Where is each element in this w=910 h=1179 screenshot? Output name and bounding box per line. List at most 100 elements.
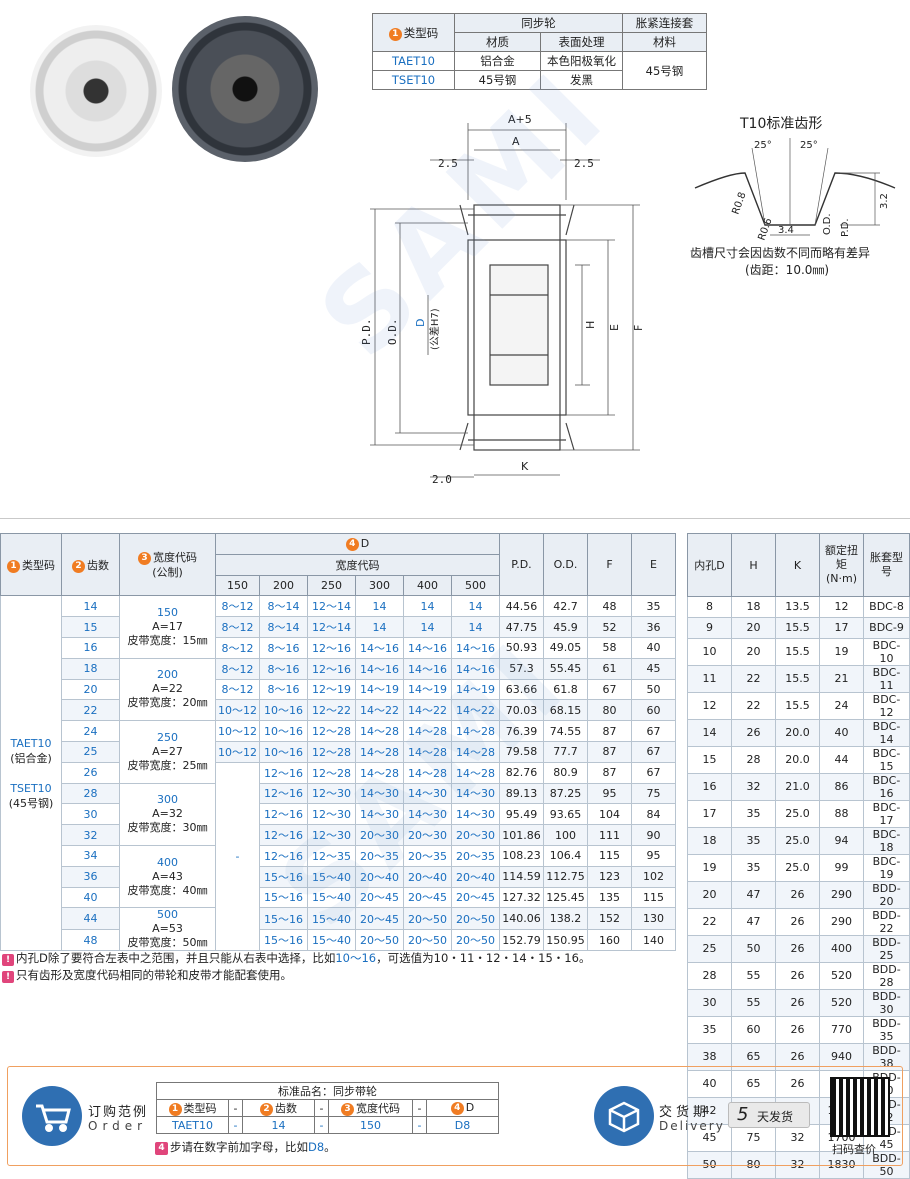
delivery-label-cn: 交货期 — [659, 1105, 711, 1120]
bushing-torque-header: 额定扭矩(N·m) — [819, 533, 864, 597]
note-2-text: 只有齿形及宽度代码相同的带轮和皮带才能配套使用。 — [16, 968, 292, 982]
order-note-example: D8 — [308, 1140, 325, 1154]
teeth-cell: 20 — [61, 678, 120, 701]
od-cell: 80.9 — [543, 761, 588, 784]
type-a: TAET10 — [10, 736, 52, 750]
od-cell: 42.7 — [543, 595, 588, 618]
bushing-cell: 10 — [687, 637, 732, 666]
width-group-code: 150 — [157, 606, 178, 620]
od-cell: 49.05 — [543, 636, 588, 659]
pd-cell: 152.79 — [499, 928, 544, 952]
d-range-cell: 12～28 — [307, 740, 356, 763]
bushing-cell: 35 — [731, 853, 776, 882]
f-cell: 87 — [587, 720, 632, 742]
width-group-a: A=53 — [152, 922, 183, 936]
od-cell: 93.65 — [543, 803, 588, 826]
main-width-code-header: 宽度代码 — [215, 553, 500, 576]
d-range-cell: 20～35 — [355, 844, 404, 867]
d-range-cell: 8～12 — [215, 678, 260, 701]
tooth-angle-right: 25° — [800, 140, 818, 151]
bushing-cell: BDC-12 — [863, 691, 910, 720]
bushing-cell: BDD-28 — [863, 961, 910, 990]
bushing-cell: 15.5 — [775, 691, 820, 720]
teeth-cell: 25 — [61, 740, 120, 763]
bushing-cell: BDD-38 — [863, 1042, 910, 1071]
bushing-cell: BDD-20 — [863, 880, 910, 909]
teeth-cell: 24 — [61, 720, 120, 742]
bushing-cell: BDD-25 — [863, 934, 910, 963]
d-range-cell: 12～16 — [307, 636, 356, 659]
bushing-k-header: K — [775, 533, 820, 597]
bushing-cell: 17 — [819, 616, 864, 639]
e-cell: 36 — [631, 616, 676, 638]
d-range-cell: 14 — [403, 595, 452, 618]
badge-3-icon: 3 — [341, 1103, 354, 1116]
bushing-cell: 18 — [731, 596, 776, 618]
bushing-cell: 25.0 — [775, 853, 820, 882]
bushing-cell: BDD-22 — [863, 907, 910, 936]
bushing-model-header: 胀套型号 — [863, 533, 910, 597]
pulley-section-drawing: A+5 A 2.5 2.5 P.D. O.D. D (公差H7) H E F K… — [360, 113, 645, 486]
bushing-cell: 25 — [687, 934, 732, 963]
od-cell: 61.8 — [543, 678, 588, 701]
teeth-cell: 16 — [61, 636, 120, 659]
e-cell: 95 — [631, 844, 676, 867]
bushing-cell: 20 — [731, 616, 776, 639]
d-range-cell: 12～30 — [307, 824, 356, 846]
od-cell: 150.95 — [543, 928, 588, 952]
d-range-cell: 14～28 — [451, 720, 500, 742]
width-code-header: 250 — [307, 574, 356, 597]
d-range-cell: 14～16 — [403, 657, 452, 680]
qr-code-icon[interactable] — [830, 1077, 890, 1137]
dim-pd: P.D. — [360, 319, 373, 346]
d-range-cell: 14～28 — [355, 740, 404, 763]
f-cell: 67 — [587, 678, 632, 701]
tooth-note: 齿槽尺寸会因齿数不同而略有差异 — [690, 246, 871, 260]
d-range-cell: 20～45 — [355, 886, 404, 909]
d-range-cell: 10～16 — [259, 720, 308, 742]
bushing-cell: 21.0 — [775, 772, 820, 801]
d-range-cell: 14～30 — [355, 803, 404, 826]
bushing-cell: 18 — [687, 826, 732, 855]
bushing-cell: 17 — [687, 799, 732, 828]
delivery-days: 5 — [737, 1104, 749, 1125]
pd-cell: 63.66 — [499, 678, 544, 701]
order-dash: - — [314, 1099, 329, 1117]
od-cell: 77.7 — [543, 740, 588, 763]
bushing-h-header: H — [731, 533, 776, 597]
width-group-belt: 皮带宽度：40㎜ — [127, 883, 208, 897]
bushing-cell: 22 — [687, 907, 732, 936]
width-group-a: A=32 — [152, 807, 183, 821]
note-1-text: 内孔D除了要符合左表中之范围，并且只能从右表中选择，比如 — [16, 951, 336, 965]
dim-a: A — [512, 135, 520, 148]
d-range-cell: 20～45 — [355, 907, 404, 930]
d-range-cell: 12～16 — [259, 844, 308, 867]
bushing-cell: 520 — [819, 988, 864, 1017]
spec-bushing-material-cell: 45号钢 — [622, 51, 707, 90]
badge-4-icon: 4 — [345, 537, 359, 551]
pd-cell: 127.32 — [499, 886, 544, 909]
cart-icon — [22, 1086, 82, 1146]
type-b: TSET10 — [10, 781, 52, 795]
d-range-cell: 14～28 — [451, 740, 500, 763]
pd-cell: 47.75 — [499, 616, 544, 638]
bushing-cell: 20.0 — [775, 745, 820, 774]
teeth-cell: 26 — [61, 761, 120, 784]
d-range-cell: 14～22 — [355, 699, 404, 722]
d-range-cell: 15～40 — [307, 865, 356, 888]
width-code-header: 400 — [403, 574, 452, 597]
bushing-cell: 21 — [819, 664, 864, 693]
